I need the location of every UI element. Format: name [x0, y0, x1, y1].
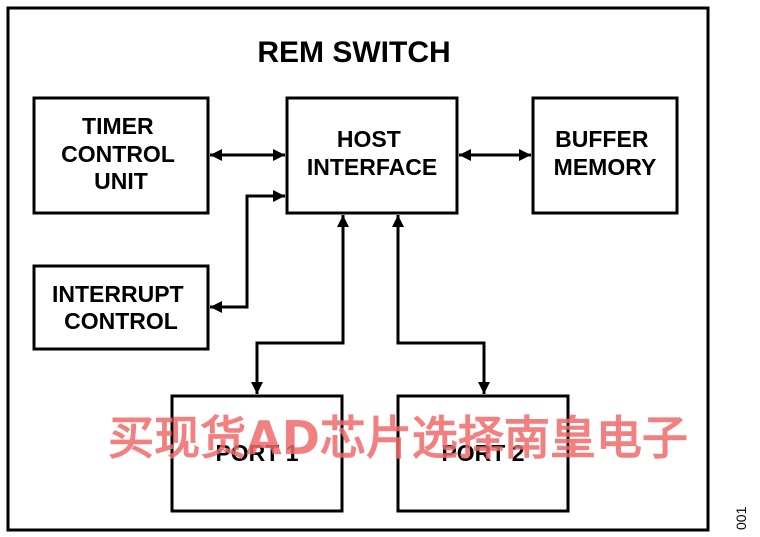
timer-block-line-3: UNIT [94, 168, 148, 194]
interrupt-control-block: INTERRUPT CONTROL [32, 264, 210, 351]
svg-text:TIMER CONTROL UNIT: TIMER CONTROL UNIT [61, 113, 181, 194]
arrow-host-port2 [392, 215, 490, 394]
svg-text:HOST INTERFACE: HOST INTERFACE [307, 126, 437, 180]
diagram-title: REM SWITCH [257, 36, 450, 69]
svg-text:INTERRUPT CONTROL: INTERRUPT CONTROL [52, 281, 190, 334]
watermark-text: 买现货AD芯片选择南皇电子 [108, 411, 688, 465]
host-block-line-1: HOST [337, 126, 401, 152]
host-block-line-2: INTERFACE [307, 154, 437, 180]
timer-block-line-2: CONTROL [61, 141, 175, 167]
outer-frame [6, 6, 710, 532]
buffer-block-line-2: MEMORY [554, 154, 657, 180]
buffer-block-line-1: BUFFER [555, 126, 649, 152]
host-interface-block: HOST INTERFACE [285, 96, 459, 215]
port-2-label: PORT 2 [441, 440, 524, 466]
port-1-label: PORT 1 [215, 440, 298, 466]
port-2-block: PORT 2 [396, 394, 570, 513]
buffer-memory-block: BUFFER MEMORY [531, 96, 679, 215]
timer-block-line-1: TIMER [82, 113, 154, 139]
figure-number: 001 [733, 506, 749, 530]
interrupt-block-line-2: CONTROL [64, 308, 178, 334]
timer-control-unit-block: TIMER CONTROL UNIT [32, 96, 210, 215]
interrupt-block-line-1: INTERRUPT [52, 281, 184, 307]
svg-text:BUFFER MEMORY: BUFFER MEMORY [554, 126, 657, 180]
arrow-interrupt-host [210, 190, 285, 313]
arrow-host-port1 [251, 215, 349, 394]
port-1-block: PORT 1 [170, 394, 344, 513]
